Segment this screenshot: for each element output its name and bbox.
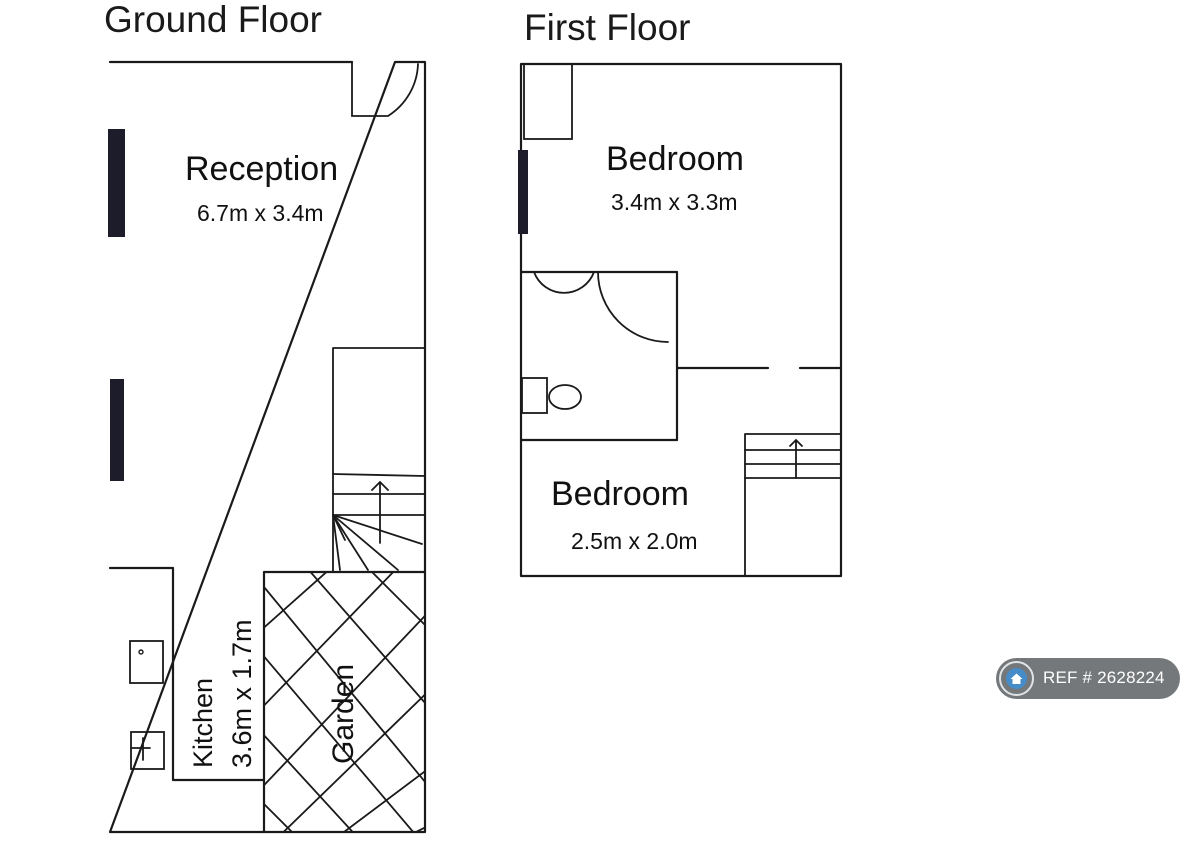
garden-label: Garden [327,664,360,764]
toilet-cistern [521,377,548,414]
first-outer-walls [519,62,843,578]
ground-staircase [332,473,426,571]
kitchen-label: Kitchen [188,678,218,768]
stairs-cupboard [332,347,426,573]
bedroom-1-label: Bedroom [606,140,744,178]
stairs-up-arrow [371,480,389,544]
bedroom-window [518,150,528,234]
hob-marking [130,737,151,761]
bedroom-2-dimensions: 2.5m x 2.0m [571,528,698,554]
reference-badge: REF # 2628224 [996,658,1180,699]
ground-floor-title: Ground Floor [104,0,322,40]
first-floor-title: First Floor [524,7,691,48]
reception-window-top [108,129,125,237]
kitchen-dimensions: 3.6m x 1.7m [227,619,257,768]
front-door [351,61,419,117]
reference-number: REF # 2628224 [1043,668,1165,687]
bathroom-door [597,271,669,343]
ground-outer-walls [108,60,427,834]
bedroom-1-dimensions: 3.4m x 3.3m [611,189,738,215]
first-floor-plan: First Floor Bedroom 3.4m x 3.3m Bedroom … [518,7,843,578]
kitchen-walls [108,566,427,834]
bathroom-walls [519,270,842,442]
reception-label: Reception [185,150,338,188]
wardrobe [523,63,573,140]
bedroom-2-label: Bedroom [551,475,689,513]
reception-dimensions: 6.7m x 3.4m [197,200,324,226]
ground-floor-plan: Ground Floor [104,0,427,834]
house-icon [999,661,1034,696]
kitchen-sink [129,640,164,684]
first-staircase [744,433,842,577]
reception-window-bottom [110,379,124,481]
first-stairs-up-arrow [789,438,803,479]
toilet-bowl [548,384,582,410]
sink-drain [138,649,144,655]
bedroom-door [533,271,595,294]
kitchen-hob [130,731,165,770]
garden-crosshatch [265,573,424,831]
